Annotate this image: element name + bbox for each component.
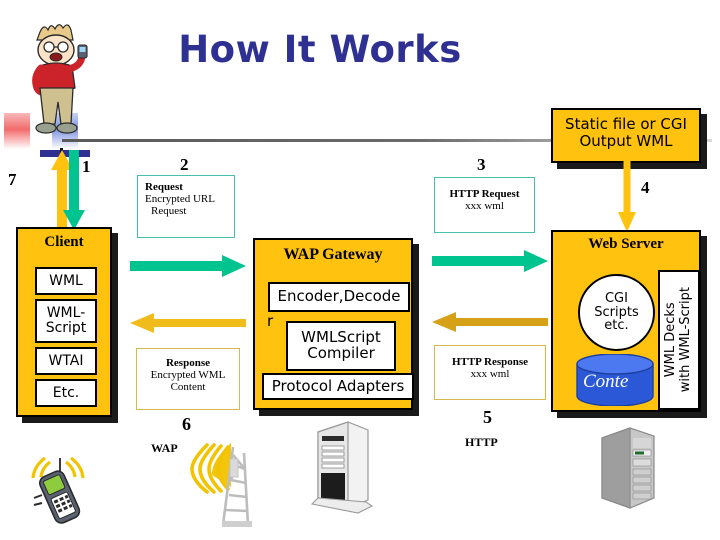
client-item-etc: Etc.	[35, 379, 97, 407]
note-http-request: HTTP Request xxx wml	[434, 177, 535, 233]
cgi-scripts-label: CGI Scripts etc.	[594, 291, 639, 334]
note-response: Response Encrypted WML Content	[136, 348, 240, 410]
mobile-phone-clipart	[20, 440, 106, 526]
cgi-scripts-circle: CGI Scripts etc.	[578, 274, 655, 351]
client-box-title: Client	[44, 234, 84, 250]
decor-header-rule	[62, 139, 712, 142]
note-response-line2: Content	[170, 381, 206, 393]
client-item-wtai-label: WTAI	[48, 352, 84, 369]
gateway-protocol-adapters-box: Protocol Adapters	[262, 373, 414, 400]
note-request-title: Request	[145, 181, 183, 193]
gateway-encoder-decoder-box: Encoder,Decode	[268, 282, 410, 312]
static-file-cgi-text: Static file or CGI Output WML	[553, 110, 699, 151]
step-number-2: 2	[180, 155, 189, 174]
note-response-line1: Encrypted WML	[150, 369, 226, 381]
arrow-client-to-gateway	[130, 255, 246, 277]
arrow-step-4-down	[617, 160, 637, 232]
decor-gradient-red	[4, 113, 30, 149]
note-http-response-line1: xxx wml	[470, 368, 510, 380]
gateway-encoder-overflow: r	[267, 312, 274, 330]
static-file-cgi-box: Static file or CGI Output WML	[551, 108, 701, 163]
web-server-box: Web Server CGI Scripts etc. Conte WML De…	[551, 230, 701, 412]
gateway-wmlscript-compiler-label: WMLScript Compiler	[301, 328, 381, 362]
step-number-3: 3	[477, 155, 486, 174]
wml-decks-label: WML Decks with WML-Script	[663, 287, 693, 393]
note-request: Request Encrypted URL Request	[137, 175, 235, 238]
wap-gateway-title: WAP Gateway	[283, 246, 383, 263]
server-tower-light-clipart	[300, 418, 378, 518]
content-label: Conte	[583, 371, 629, 392]
decor-bar-navy	[40, 150, 90, 157]
web-server-title: Web Server	[588, 236, 664, 252]
note-http-request-line1: xxx wml	[465, 200, 504, 212]
note-http-request-title: HTTP Request	[449, 188, 520, 200]
client-item-wml-label: WML	[49, 272, 83, 289]
client-box: Client WML WML- Script WTAI Etc.	[16, 227, 112, 417]
gateway-wmlscript-compiler-box: WMLScript Compiler	[286, 321, 396, 371]
note-http-response: HTTP Response xxx wml	[434, 345, 546, 400]
client-item-wmlscript: WML- Script	[35, 299, 97, 343]
arrow-gateway-to-client	[130, 313, 246, 333]
client-item-wml: WML	[35, 267, 97, 295]
client-item-wtai: WTAI	[35, 347, 97, 375]
wml-decks-box: WML Decks with WML-Script	[658, 270, 700, 410]
step-number-6: 6	[182, 414, 191, 434]
wap-protocol-label: WAP	[151, 441, 178, 455]
page-title: How It Works	[178, 28, 462, 71]
http-protocol-label: HTTP	[465, 435, 498, 449]
arrow-step-1-down	[62, 150, 86, 230]
server-tower-dark-clipart	[592, 420, 666, 516]
note-response-title: Response	[165, 357, 210, 369]
arrow-gateway-to-webserver	[432, 250, 548, 272]
arrow-webserver-to-gateway	[432, 312, 548, 332]
step-number-5: 5	[483, 407, 492, 427]
gateway-protocol-adapters-label: Protocol Adapters	[271, 376, 405, 395]
step-number-1: 1	[82, 157, 91, 176]
client-item-etc-label: Etc.	[52, 384, 80, 401]
static-file-cgi-line2: Output WML	[579, 132, 673, 151]
note-request-line2: Request	[151, 205, 187, 217]
person-with-phone-clipart	[18, 18, 94, 146]
content-database-cylinder	[575, 353, 655, 407]
arrow-step-7-up	[50, 150, 74, 230]
step-number-4: 4	[641, 178, 650, 197]
client-item-wmlscript-label: WML- Script	[45, 305, 87, 336]
wap-gateway-box: WAP Gateway Encoder,Decode r WMLScript C…	[253, 238, 414, 410]
cell-tower-clipart	[186, 425, 276, 535]
step-number-7: 7	[8, 170, 17, 189]
static-file-cgi-line1: Static file or CGI	[565, 115, 687, 133]
gateway-encoder-decoder-label: Encoder,Decode	[277, 287, 401, 306]
note-http-response-title: HTTP Response	[451, 356, 529, 368]
note-request-line1: Encrypted URL	[145, 193, 215, 205]
